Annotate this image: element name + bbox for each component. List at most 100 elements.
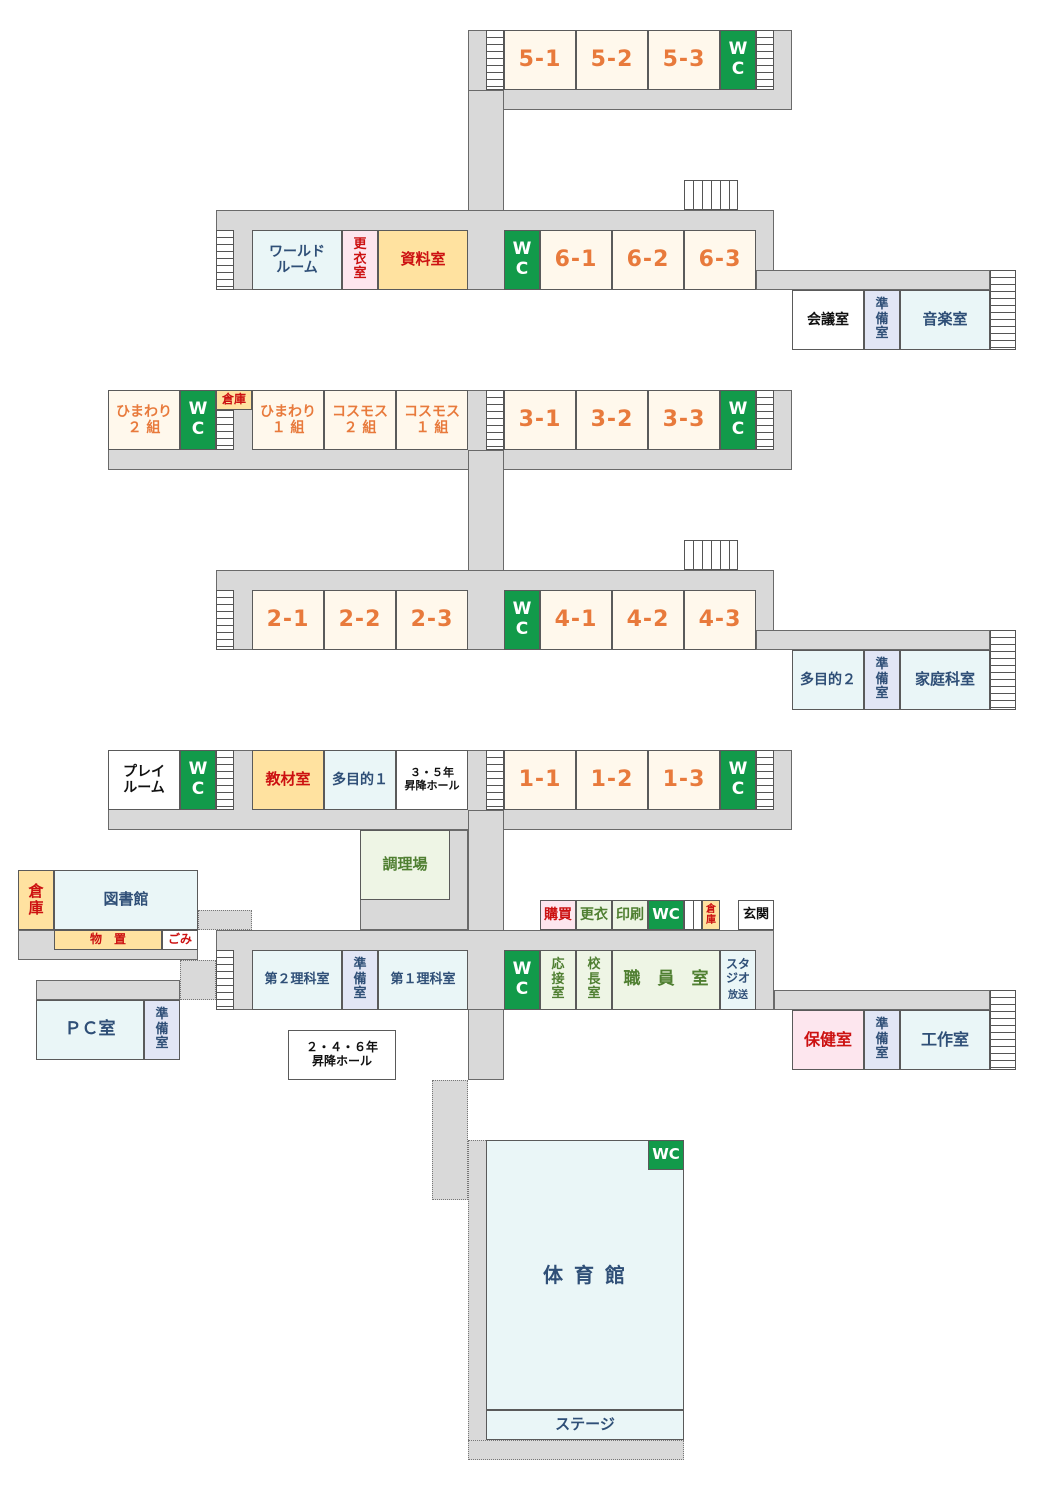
multipurpose-room-1: 多目的１ — [324, 750, 396, 810]
corridor-music-wing — [756, 270, 990, 290]
classroom-2-1: 2-1 — [252, 590, 324, 650]
stairs-playroom — [216, 750, 234, 810]
classroom-6-2: 6-2 — [612, 230, 684, 290]
classroom-5-2: 5-2 — [576, 30, 648, 90]
stairs-home-ec — [990, 630, 1016, 710]
stage: ステージ — [486, 1410, 684, 1440]
school-store: 購買 — [540, 900, 576, 930]
corridor-home-ec-wing — [756, 630, 990, 650]
science-room-2: 第２理科室 — [252, 950, 342, 1010]
staff-changing-room: 更衣 — [576, 900, 612, 930]
kitchen: 調理場 — [360, 830, 450, 900]
classroom-5-1: 5-1 — [504, 30, 576, 90]
principals-office: 校 長 室 — [576, 950, 612, 1010]
garbage-area: ごみ — [162, 930, 198, 950]
printing-room: 印刷 — [612, 900, 648, 930]
teaching-materials-room: 教材室 — [252, 750, 324, 810]
library: 図書館 — [54, 870, 198, 930]
entrance-hall-3-5: ３・５年 昇降ホール — [396, 750, 468, 810]
walkway-library — [198, 910, 252, 930]
stairs-6th-left — [216, 230, 234, 290]
restroom-5th: W C — [720, 30, 756, 90]
stairs-5th-right — [756, 30, 774, 90]
stairs-himawari — [216, 410, 234, 450]
stairs-2nd-left — [216, 590, 234, 650]
walkway-gym-side — [468, 1140, 488, 1460]
classroom-3-3: 3-3 — [648, 390, 720, 450]
storage-office: 倉 庫 — [702, 900, 720, 930]
craft-room: 工作室 — [900, 1010, 990, 1070]
cosmos-class-1: コスモス １ 組 — [396, 390, 468, 450]
classroom-2-3: 2-3 — [396, 590, 468, 650]
studio-label: スタ ジオ — [725, 957, 750, 986]
corridor-spine-upper — [468, 90, 504, 230]
classroom-1-2: 1-2 — [576, 750, 648, 810]
storeroom: 物 置 — [54, 930, 162, 950]
prep-room-craft: 準 備 室 — [864, 1010, 900, 1070]
prep-room-music: 準 備 室 — [864, 290, 900, 350]
stairs-music — [990, 270, 1016, 350]
music-room: 音楽室 — [900, 290, 990, 350]
science-room-1: 第１理科室 — [378, 950, 468, 1010]
classroom-2-2: 2-2 — [324, 590, 396, 650]
classroom-3-1: 3-1 — [504, 390, 576, 450]
stairs-1st-right — [756, 750, 774, 810]
storage-himawari: 倉庫 — [216, 390, 252, 410]
restroom-himawari: W C — [180, 390, 216, 450]
gymnasium: 体 育 館 — [486, 1140, 684, 1410]
prep-room-pc: 準 備 室 — [144, 1000, 180, 1060]
classroom-1-3: 1-3 — [648, 750, 720, 810]
himawari-class-1: ひまわり １ 組 — [252, 390, 324, 450]
restroom-gym: WC — [648, 1140, 684, 1170]
prep-room-science: 準 備 室 — [342, 950, 378, 1010]
walkway-pc — [180, 960, 216, 1000]
world-room: ワールド ルーム — [252, 230, 342, 290]
restroom-1st: W C — [720, 750, 756, 810]
stairs-5th-left — [486, 30, 504, 90]
restroom-playroom: W C — [180, 750, 216, 810]
storage-library: 倉 庫 — [18, 870, 54, 930]
classroom-6-1: 6-1 — [540, 230, 612, 290]
classroom-5-3: 5-3 — [648, 30, 720, 90]
meeting-room: 会議室 — [792, 290, 864, 350]
stairs-office — [684, 900, 702, 930]
stairs-6th-top — [684, 180, 738, 210]
classroom-1-1: 1-1 — [504, 750, 576, 810]
classroom-4-3: 4-3 — [684, 590, 756, 650]
infirmary: 保健室 — [792, 1010, 864, 1070]
playroom: プレイ ルーム — [108, 750, 180, 810]
studio: スタ ジオ 放送 — [720, 950, 756, 1010]
broadcast-label: 放送 — [728, 990, 748, 1002]
entrance-hall-2-4-6: ２・４・６年 昇降ホール — [288, 1030, 396, 1080]
classroom-6-3: 6-3 — [684, 230, 756, 290]
reception-room: 応 接 室 — [540, 950, 576, 1010]
restroom-6th: W C — [504, 230, 540, 290]
restroom-3rd: W C — [720, 390, 756, 450]
front-entrance: 玄関 — [738, 900, 774, 930]
home-economics-room: 家庭科室 — [900, 650, 990, 710]
stairs-4th-top — [684, 540, 738, 570]
restroom-staff: W C — [504, 950, 540, 1010]
staff-room: 職 員 室 — [612, 950, 720, 1010]
stairs-infirmary — [990, 990, 1016, 1070]
stairs-3rd-left — [486, 390, 504, 450]
classroom-3-2: 3-2 — [576, 390, 648, 450]
pc-room: ＰＣ室 — [36, 1000, 144, 1060]
stairs-3rd-right — [756, 390, 774, 450]
classroom-4-1: 4-1 — [540, 590, 612, 650]
materials-room: 資料室 — [378, 230, 468, 290]
walkway-gym — [432, 1080, 468, 1200]
corridor-infirmary-wing — [774, 990, 990, 1010]
stairs-1st-left — [486, 750, 504, 810]
stairs-science — [216, 950, 234, 1010]
cosmos-class-2: コスモス ２ 組 — [324, 390, 396, 450]
changing-room: 更 衣 室 — [342, 230, 378, 290]
restroom-4th: W C — [504, 590, 540, 650]
walkway-gym-bottom — [468, 1440, 684, 1460]
corridor-pc-top — [36, 980, 180, 1000]
classroom-4-2: 4-2 — [612, 590, 684, 650]
multipurpose-room-2: 多目的２ — [792, 650, 864, 710]
restroom-office: WC — [648, 900, 684, 930]
himawari-class-2: ひまわり ２ 組 — [108, 390, 180, 450]
